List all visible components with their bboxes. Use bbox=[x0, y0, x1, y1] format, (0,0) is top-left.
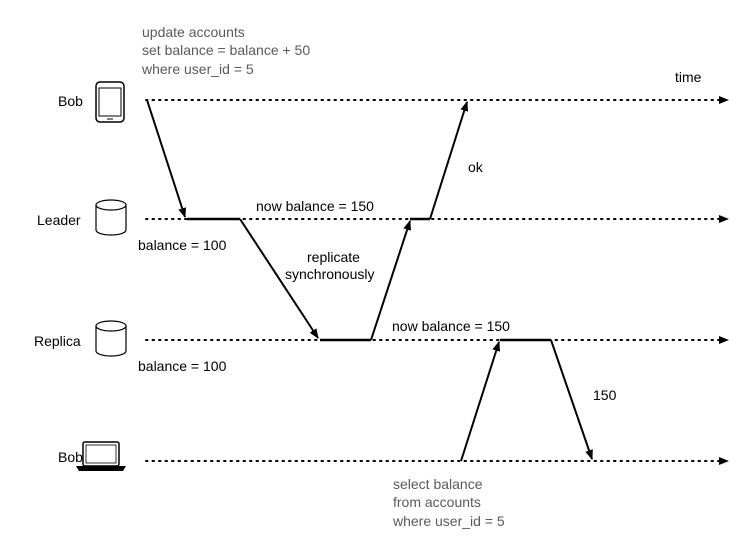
laptop-icon bbox=[76, 441, 126, 471]
select-query-line-3: where user_id = 5 bbox=[392, 513, 505, 529]
replica-balance-after: now balance = 150 bbox=[392, 318, 510, 334]
database-icon bbox=[95, 199, 127, 236]
write-request-arrow bbox=[146, 99, 187, 218]
lane-leader: Leader bbox=[37, 199, 729, 236]
replica-balance-before: balance = 100 bbox=[138, 358, 227, 374]
select-query-line-1: select balance bbox=[393, 476, 483, 492]
replicate-label-line-2: synchronously bbox=[285, 266, 375, 282]
update-query: update accounts set balance = balance + … bbox=[141, 24, 310, 77]
lane-bob-write: Bob bbox=[58, 81, 729, 123]
lane-label-bob-write: Bob bbox=[58, 93, 83, 109]
read-response-arrow bbox=[550, 339, 593, 460]
lane-bob-read: Bob bbox=[58, 441, 729, 471]
lane-label-leader: Leader bbox=[37, 212, 81, 228]
update-query-line-3: where user_id = 5 bbox=[141, 61, 254, 77]
ok-label: ok bbox=[468, 159, 484, 175]
update-query-line-2: set balance = balance + 50 bbox=[142, 42, 310, 58]
database-icon bbox=[95, 320, 127, 357]
replicate-label-line-1: replicate bbox=[307, 249, 360, 265]
ok-response-arrow bbox=[429, 101, 469, 220]
update-query-line-1: update accounts bbox=[142, 24, 245, 40]
time-axis-label: time bbox=[675, 69, 702, 85]
select-query-line-2: from accounts bbox=[393, 494, 481, 510]
read-result-label: 150 bbox=[593, 387, 617, 403]
replicate-arrow bbox=[239, 218, 319, 339]
lane-label-replica: Replica bbox=[34, 333, 81, 349]
read-request-arrow bbox=[460, 341, 501, 462]
select-query: select balance from accounts where user_… bbox=[392, 476, 505, 529]
lane-replica: Replica bbox=[34, 320, 729, 357]
tablet-icon bbox=[95, 81, 125, 123]
replica-ack-arrow bbox=[370, 220, 411, 341]
leader-balance-before: balance = 100 bbox=[138, 237, 227, 253]
lane-label-bob-read: Bob bbox=[58, 449, 83, 465]
leader-balance-after: now balance = 150 bbox=[256, 198, 374, 214]
